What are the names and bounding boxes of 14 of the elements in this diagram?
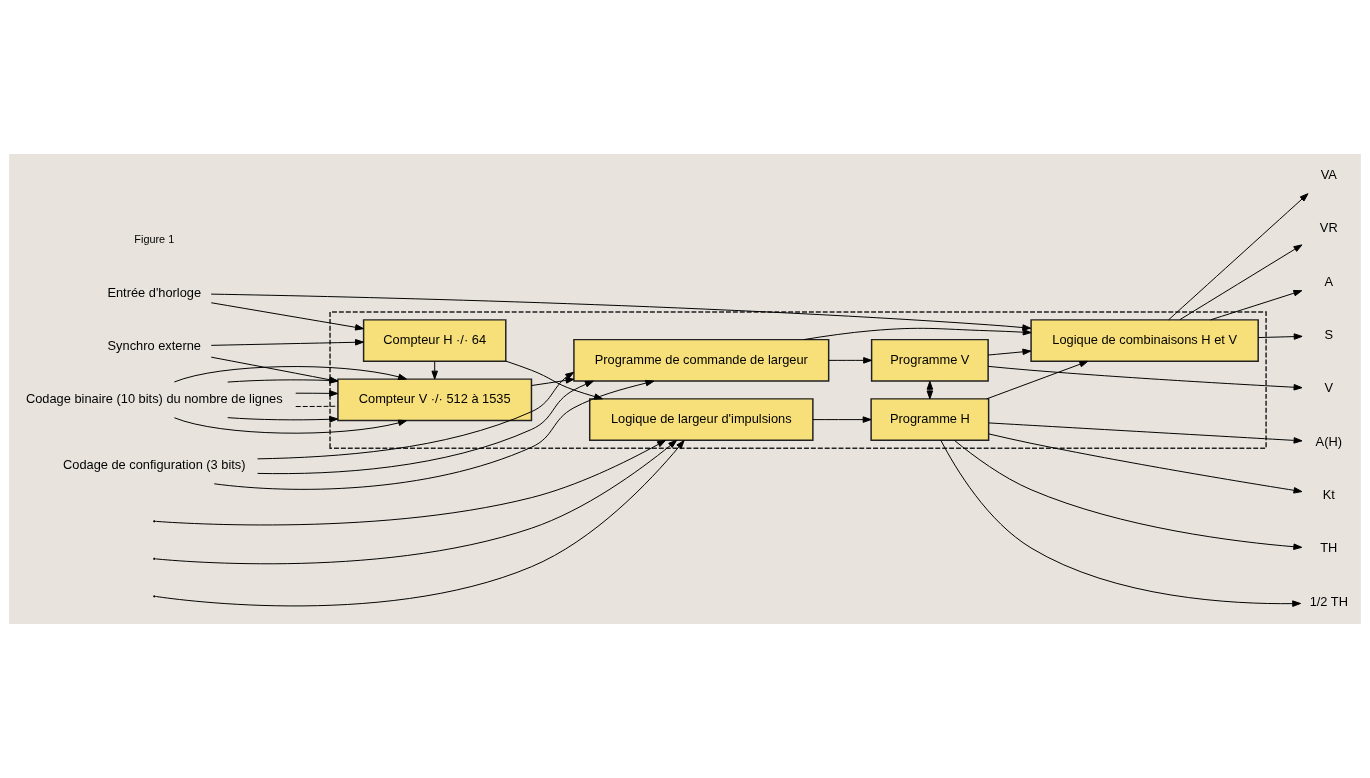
node-text: Entrée d'horloge xyxy=(107,284,202,300)
node-text: A xyxy=(1324,273,1334,289)
node-text: Codage binaire (10 bits) du nombre de lignes xyxy=(25,391,283,407)
node-text: VA xyxy=(1320,167,1337,183)
label: Figure 1 xyxy=(134,232,175,245)
node-text: TH xyxy=(1320,540,1338,556)
node-text: 1/2 TH xyxy=(1309,593,1348,609)
node-text: V xyxy=(1324,380,1334,396)
node-text: VR xyxy=(1319,220,1338,236)
node-text: Kt xyxy=(1322,487,1335,502)
node-text: S xyxy=(1324,327,1334,343)
node-text: A(H) xyxy=(1315,433,1342,449)
node-text: Synchro externe xyxy=(107,337,201,353)
node-text: Codage de configuration (3 bits) xyxy=(62,457,246,473)
